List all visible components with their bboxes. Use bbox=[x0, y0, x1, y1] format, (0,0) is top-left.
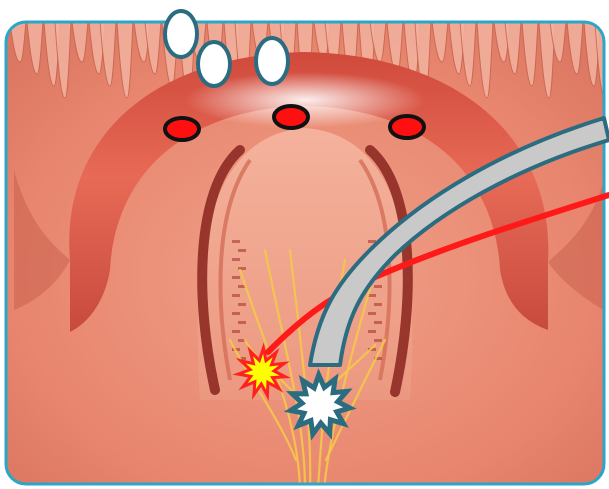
gland-mark bbox=[368, 330, 376, 333]
bubble bbox=[165, 11, 197, 57]
gland-mark bbox=[232, 276, 240, 279]
gland-mark bbox=[374, 339, 382, 342]
gland-mark bbox=[368, 312, 376, 315]
bubble bbox=[198, 42, 230, 86]
gland-mark bbox=[232, 240, 240, 243]
gland-mark bbox=[238, 321, 246, 324]
gland-mark bbox=[232, 312, 240, 315]
gland-mark bbox=[232, 258, 240, 261]
gland-mark bbox=[238, 249, 246, 252]
bubble bbox=[256, 38, 288, 84]
gland-mark bbox=[374, 303, 382, 306]
red-dot bbox=[165, 118, 199, 140]
gland-mark bbox=[374, 285, 382, 288]
gland-mark bbox=[232, 294, 240, 297]
red-dot bbox=[390, 116, 424, 138]
gland-mark bbox=[374, 321, 382, 324]
gland-mark bbox=[232, 330, 240, 333]
red-dot bbox=[274, 106, 308, 128]
gland-mark bbox=[238, 303, 246, 306]
